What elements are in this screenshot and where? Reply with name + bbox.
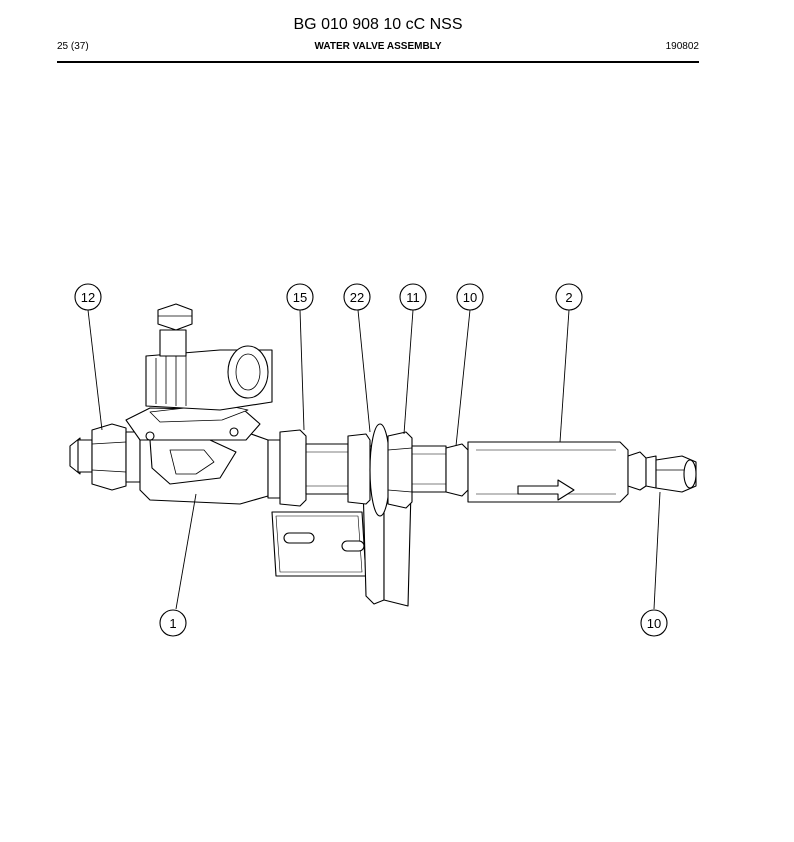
document-number: BG 010 908 10 cC NSS [293, 16, 463, 33]
inlet-nut [69, 423, 141, 491]
callout-2: 2 [555, 283, 583, 311]
filter-housing [467, 441, 629, 503]
page-number: 25 (37) [57, 41, 89, 52]
callout-12: 12 [74, 283, 102, 311]
callout-label: 10 [463, 290, 477, 305]
callout-label: 10 [647, 616, 661, 631]
pipe-fittings [267, 423, 469, 517]
arrow-right-icon [517, 479, 575, 501]
callout-11: 11 [399, 283, 427, 311]
outlet-fittings [627, 451, 697, 493]
callout-label: 12 [81, 290, 95, 305]
callout-label: 22 [350, 290, 364, 305]
callout-10-top: 10 [456, 283, 484, 311]
callout-15: 15 [286, 283, 314, 311]
callout-1: 1 [159, 609, 187, 637]
callout-10-bottom: 10 [640, 609, 668, 637]
header-rule [57, 61, 699, 63]
section-title: WATER VALVE ASSEMBLY [314, 41, 442, 52]
callout-22: 22 [343, 283, 371, 311]
solenoid-valve [125, 303, 273, 505]
callout-label: 1 [169, 616, 176, 631]
leader-lines [87, 309, 661, 610]
date-code: 190802 [665, 41, 699, 52]
callout-label: 2 [565, 290, 572, 305]
callout-label: 15 [293, 290, 307, 305]
callout-label: 11 [406, 290, 420, 305]
